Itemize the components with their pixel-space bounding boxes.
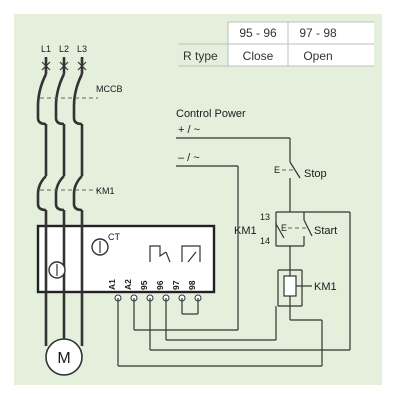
motor-label: M [57, 350, 70, 367]
overload-relay-box: CT [36, 210, 216, 346]
km1-label: KM1 [96, 186, 115, 196]
motor: M [45, 338, 83, 376]
km1-main-contactor: KM1 [36, 175, 115, 212]
stop-e-mark: E [274, 165, 280, 175]
km1-coil-label: KM1 [314, 281, 337, 293]
phase-label-l3: L3 [77, 44, 87, 54]
table-header-95-96: 95 - 96 [239, 26, 277, 40]
terminal-97: 97 [171, 280, 181, 290]
terminal-labels: A1 A2 95 96 97 98 [107, 279, 197, 290]
terminal-96: 96 [155, 280, 165, 290]
control-wiring: E Stop E Start 13 14 KM1 KM1 [117, 138, 351, 367]
km1-aux-label: KM1 [234, 225, 257, 237]
aux-13-label: 13 [260, 212, 270, 222]
terminal-a2: A2 [123, 279, 133, 290]
minus-label: – / ~ [178, 152, 200, 164]
table-header-97-98: 97 - 98 [299, 26, 337, 40]
terminal-a1: A1 [107, 279, 117, 290]
contact-type-table: 95 - 96 97 - 98 R type Close Open [178, 21, 374, 67]
table-cell-close: Close [243, 49, 274, 63]
phase-label-l1: L1 [41, 44, 51, 54]
ct-label: CT [108, 232, 120, 242]
stop-label: Stop [304, 168, 327, 180]
terminal-98: 98 [187, 280, 197, 290]
start-label: Start [314, 225, 337, 237]
mccb-breaker: MCCB [36, 57, 123, 126]
aux-14-label: 14 [260, 236, 270, 246]
diagram-background [14, 14, 382, 385]
phase-label-l2: L2 [59, 44, 69, 54]
plus-label: + / ~ [178, 124, 200, 136]
table-row-label: R type [183, 49, 218, 63]
km1-coil [283, 275, 297, 297]
mccb-label: MCCB [96, 84, 123, 94]
terminal-95: 95 [139, 280, 149, 290]
control-power-label: Control Power [176, 108, 246, 120]
table-cell-open: Open [303, 49, 332, 63]
start-e-mark: E [281, 223, 287, 233]
